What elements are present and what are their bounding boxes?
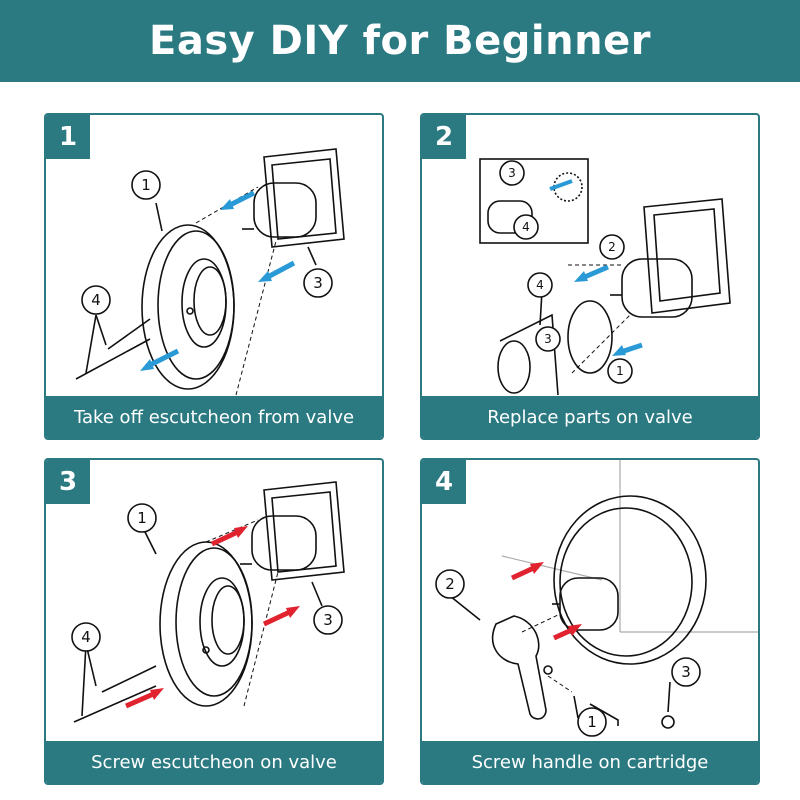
callout-label: 3: [313, 274, 323, 292]
handle-icon: [491, 615, 547, 720]
valve-cartridge-icon: [251, 515, 317, 571]
step-panel-3: 1 3 4 3 Screw escutcheon on valve: [44, 458, 384, 785]
step-caption: Take off escutcheon from valve: [46, 396, 382, 438]
screw-icon: [101, 665, 157, 693]
valve-body-icon: [263, 148, 345, 248]
callout-label: 3: [508, 166, 516, 180]
step-number: 4: [422, 460, 466, 504]
step-1-illustration: 1 3 4: [75, 148, 345, 396]
step-panel-2: 3 4 2 4 3 1 2 Replace parts on valve: [420, 113, 760, 440]
arrow-blue-icon: [140, 190, 296, 371]
valve-body-icon: [643, 198, 731, 314]
page-title: Easy DIY for Beginner: [0, 0, 800, 82]
inset-detail: [479, 158, 589, 244]
arrow-blue-icon: [549, 179, 643, 356]
callout-label: 3: [544, 332, 552, 346]
valve-cartridge-icon: [253, 182, 317, 238]
callout-label: 1: [587, 713, 597, 731]
callout-1: [131, 170, 161, 200]
callout-3: [303, 268, 333, 298]
step-4-illustration: 2 3 1: [435, 460, 758, 737]
callout-label: 1: [137, 509, 147, 527]
callout-label: 4: [536, 278, 544, 292]
step-caption: Screw escutcheon on valve: [46, 741, 382, 783]
step-number: 1: [46, 115, 90, 159]
valve-body-icon: [263, 481, 345, 581]
screw-icon: [107, 318, 151, 350]
callout-label: 4: [81, 628, 91, 646]
callout-label: 1: [616, 364, 624, 378]
oring-icon: [567, 300, 613, 374]
step-panel-4: 2 3 1 4 Screw handle on cartridge: [420, 458, 760, 785]
callout-label: 3: [323, 611, 333, 629]
screw-icon: [75, 338, 151, 380]
cap-icon: [661, 715, 675, 729]
valve-cartridge-icon: [559, 577, 619, 631]
callout-label: 3: [681, 663, 691, 681]
set-screw-icon: [543, 665, 553, 675]
arrow-red-icon: [510, 562, 582, 641]
step-number: 2: [422, 115, 466, 159]
callout-label: 2: [445, 575, 455, 593]
callout-label: 2: [608, 240, 616, 254]
cartridge-icon: [499, 313, 559, 396]
step-number: 3: [46, 460, 90, 504]
step-caption: Replace parts on valve: [422, 396, 758, 438]
callout-label: 1: [141, 176, 151, 194]
step-3-illustration: 1 3 4: [71, 481, 345, 723]
arrow-red-icon: [124, 526, 300, 709]
step-panel-1: 1 3 4 1 Take off escutcheon from valve: [44, 113, 384, 440]
screw-icon: [73, 685, 157, 723]
callout-4: [81, 285, 111, 315]
callout-label: 4: [522, 220, 530, 234]
callout-label: 4: [91, 291, 101, 309]
valve-cartridge-icon: [621, 258, 693, 318]
escutcheon-icon: [159, 541, 253, 707]
step-2-illustration: 3 4 2 4 3 1: [479, 158, 731, 396]
escutcheon-icon: [553, 495, 707, 665]
step-caption: Screw handle on cartridge: [422, 741, 758, 783]
